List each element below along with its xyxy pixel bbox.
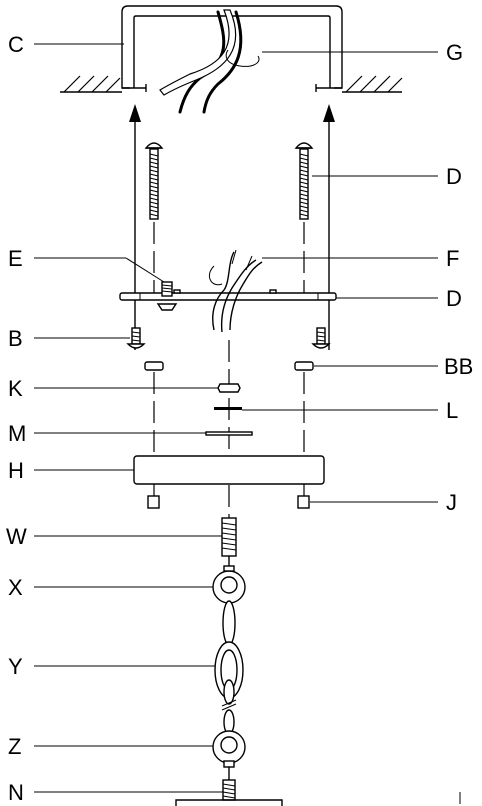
chain xyxy=(214,600,244,735)
fixture-wires xyxy=(209,249,263,333)
lock-washer xyxy=(214,407,242,410)
label-e: E xyxy=(8,246,23,271)
nut-left xyxy=(144,361,164,371)
ground-screw xyxy=(156,281,178,311)
label-k: K xyxy=(8,376,23,401)
left-arrow xyxy=(129,104,141,350)
label-d-screw: D xyxy=(446,164,462,189)
label-h: H xyxy=(8,458,24,483)
leader-lines xyxy=(34,43,438,793)
short-screw-left xyxy=(126,327,146,349)
top-loop xyxy=(212,556,246,604)
mounting-screw-left xyxy=(144,142,164,220)
label-bb: BB xyxy=(444,354,473,379)
label-g: G xyxy=(446,40,463,65)
nut-right xyxy=(294,361,314,371)
threaded-nipple xyxy=(221,517,237,557)
label-b: B xyxy=(8,326,23,351)
fixture-nipple xyxy=(175,767,283,806)
label-l: L xyxy=(446,398,458,423)
finial-left xyxy=(147,495,160,509)
label-f: F xyxy=(446,246,459,271)
mounting-screw-right xyxy=(294,142,314,220)
alignment-centerlines xyxy=(153,222,305,520)
label-d-plate: D xyxy=(446,286,462,311)
label-z: Z xyxy=(8,734,21,759)
flat-washer xyxy=(205,431,253,436)
label-w: W xyxy=(6,524,27,549)
label-n: N xyxy=(8,780,24,805)
label-j: J xyxy=(446,490,457,515)
bottom-loop xyxy=(212,730,246,768)
right-arrow xyxy=(323,104,335,350)
short-screw-right xyxy=(311,327,331,349)
center-nut xyxy=(217,383,241,393)
supply-wires xyxy=(159,9,260,114)
label-c: C xyxy=(8,32,24,57)
ceiling-line xyxy=(60,75,403,93)
finial-right xyxy=(297,495,310,509)
label-m: M xyxy=(8,421,26,446)
label-x: X xyxy=(8,575,23,600)
label-y: Y xyxy=(8,654,23,679)
canopy xyxy=(133,455,325,485)
